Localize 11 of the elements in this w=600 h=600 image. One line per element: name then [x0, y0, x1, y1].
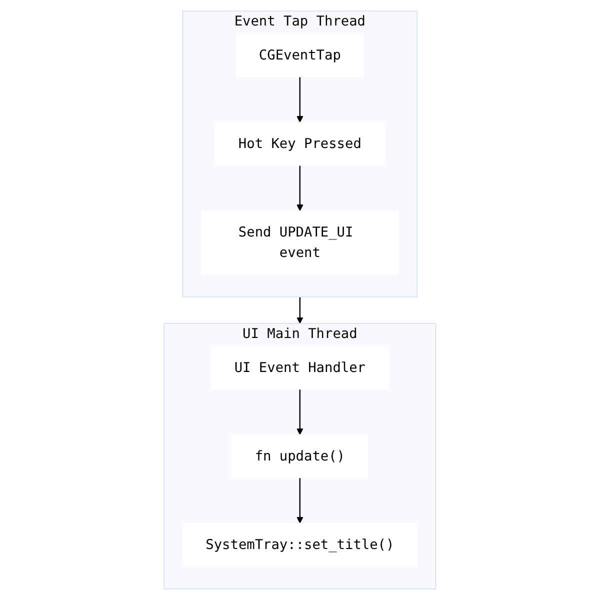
arrow — [296, 389, 304, 435]
arrow — [296, 296, 304, 324]
node-box: SystemTray::set_title() — [182, 522, 418, 567]
node-box: CGEventTap — [236, 33, 364, 78]
node-box: Send UPDATE_UI event — [201, 210, 399, 275]
node-box: fn update() — [232, 434, 368, 478]
arrow — [296, 165, 304, 212]
node-box: Hot Key Pressed — [215, 122, 385, 166]
arrow — [296, 76, 304, 123]
arrow — [296, 478, 304, 524]
node-box: UI Event Handler — [211, 346, 389, 390]
